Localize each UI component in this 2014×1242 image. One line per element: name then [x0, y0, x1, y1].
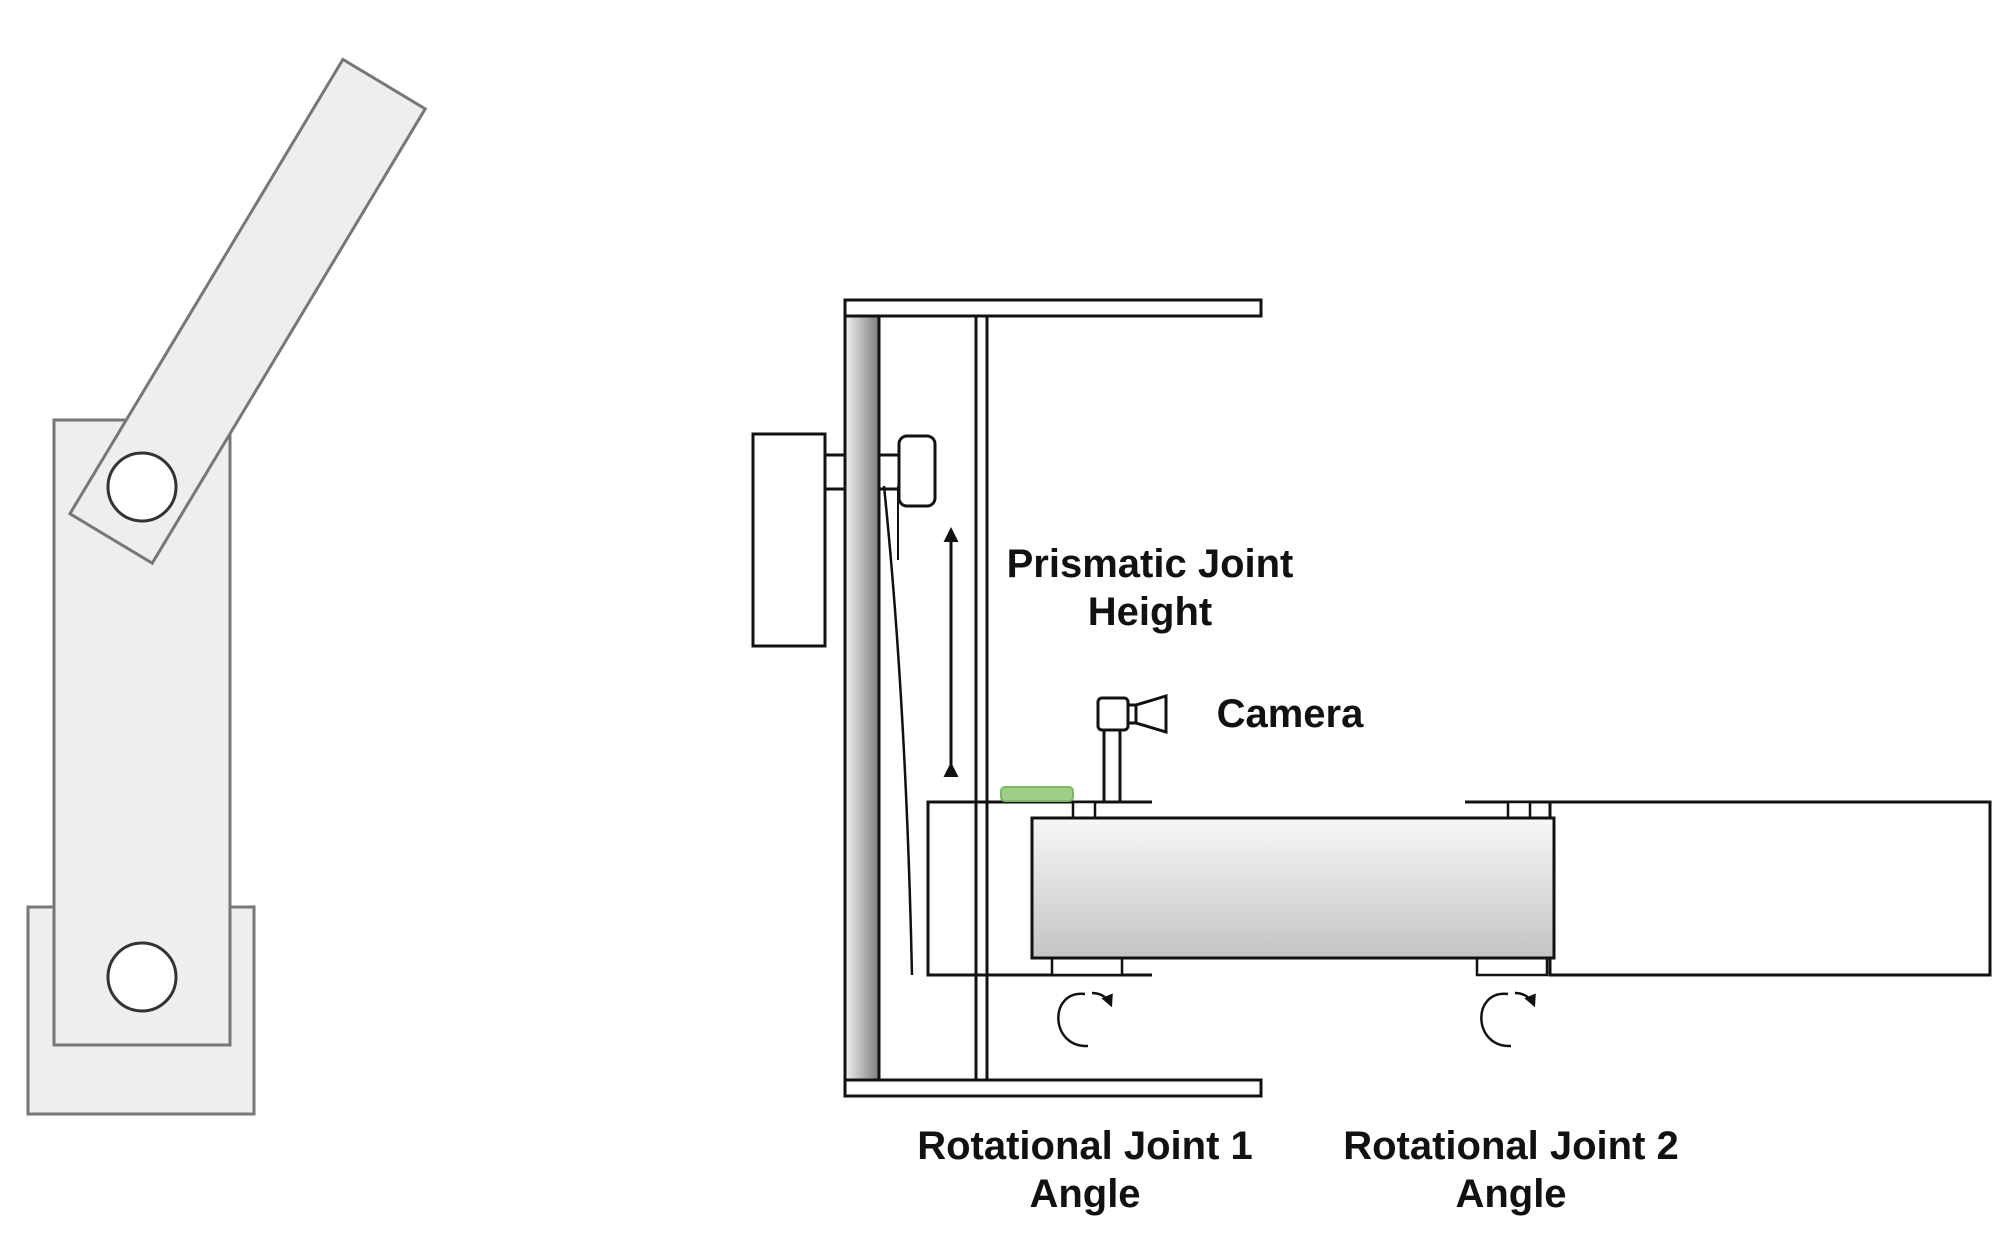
- rotation-arrow-icon: [1057, 991, 1113, 1048]
- first-arm-link: [1030, 816, 1556, 960]
- joint1-top-bracket: [1071, 800, 1097, 820]
- motor-shaft: [823, 453, 847, 491]
- rotational-joint-1-label-line2: Angle: [1029, 1172, 1141, 1216]
- rotational-joint-2-label: Rotational Joint 2 Angle: [1316, 1122, 1706, 1218]
- camera-icon: [1096, 693, 1168, 735]
- vertical-column: [843, 314, 881, 1082]
- prismatic-joint-label: Prismatic Joint Height: [990, 540, 1310, 636]
- rotational-joint-2-label-line1: Rotational Joint 2: [1343, 1124, 1679, 1168]
- side-view-upper-pivot: [106, 451, 178, 523]
- drive-belt: [882, 485, 914, 976]
- side-view-lower-pivot: [106, 941, 178, 1013]
- joint2-bottom-bracket: [1475, 956, 1549, 977]
- front-view-arm: [751, 298, 1992, 1098]
- end-effector: [1000, 786, 1074, 802]
- side-view-upper-link: [67, 57, 428, 566]
- side-view-arm: [26, 57, 428, 1116]
- camera-label: Camera: [1216, 692, 1364, 736]
- joint2-top-bracket: [1506, 800, 1532, 820]
- prismatic-joint-label-line1: Prismatic Joint: [1006, 542, 1294, 586]
- bottom-plate: [843, 1078, 1263, 1098]
- prismatic-joint-label-line2: Height: [1087, 590, 1213, 634]
- camera-post: [1102, 728, 1122, 804]
- joint1-bottom-bracket: [1050, 956, 1124, 977]
- rotational-joint-1-label-line1: Rotational Joint 1: [917, 1124, 1253, 1168]
- rotational-joint-2-label-line2: Angle: [1455, 1172, 1567, 1216]
- pulley-shaft: [877, 453, 901, 491]
- top-plate: [843, 298, 1263, 318]
- pulley: [897, 434, 937, 508]
- second-arm: [1548, 800, 1992, 977]
- rotational-joint-1-label: Rotational Joint 1 Angle: [890, 1122, 1280, 1218]
- rotation-arrow-icon: [1480, 991, 1536, 1048]
- motor-block: [751, 432, 827, 648]
